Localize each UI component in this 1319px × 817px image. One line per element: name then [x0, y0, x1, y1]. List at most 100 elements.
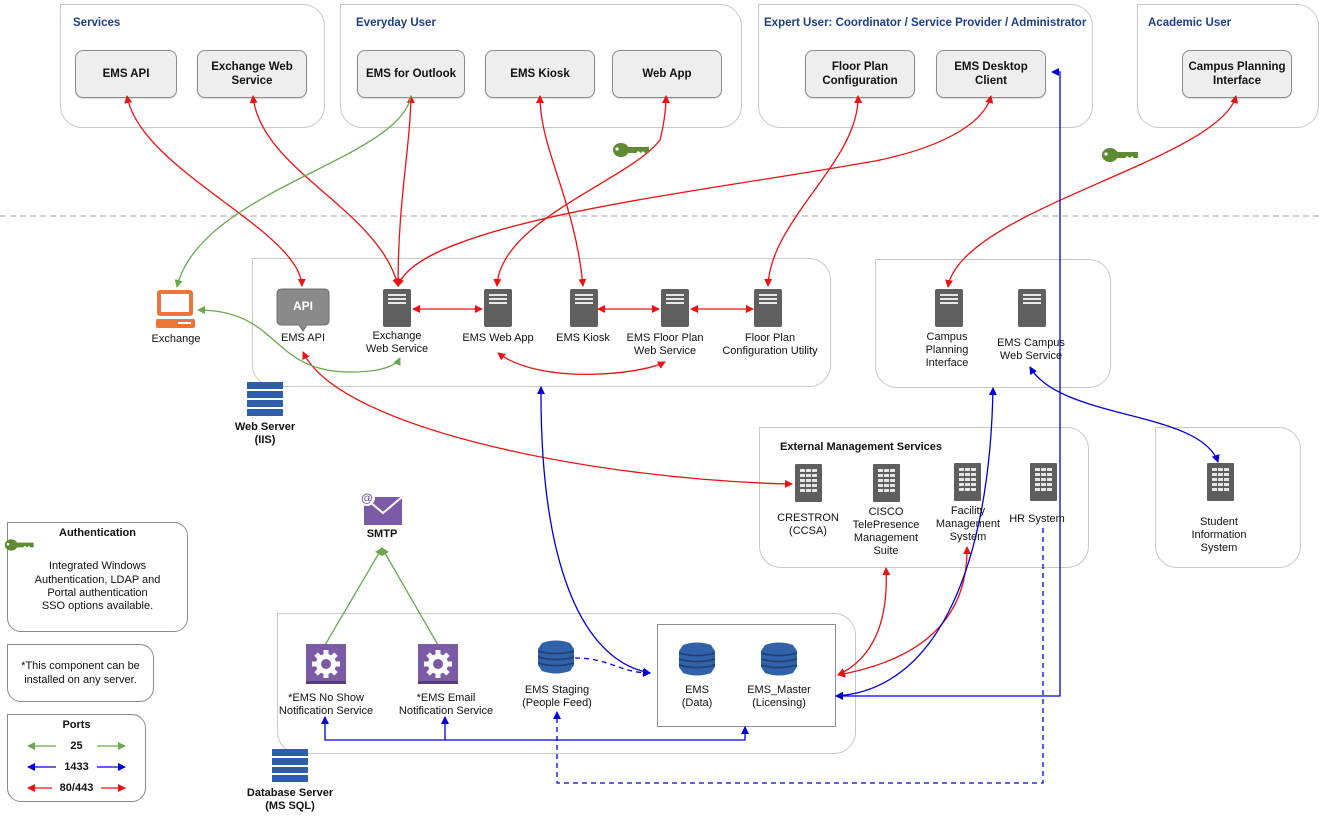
wire-webapp-db: [536, 386, 651, 676]
port-25-label: 25: [70, 740, 83, 752]
hr-label: HR System: [1009, 513, 1065, 525]
campus-planning-label-1: Campus: [926, 331, 968, 343]
crestron-label-2: (CCSA): [789, 525, 827, 537]
ems-data-database-icon[interactable]: [679, 641, 715, 677]
client-campus-planning-interface[interactable]: Campus Planning Interface: [1182, 50, 1292, 98]
database-group-box: [657, 624, 836, 727]
authentication-line-1: Integrated Windows: [48, 560, 147, 572]
smtp-label: SMTP: [366, 528, 398, 540]
database-server-label-2: (MS SQL): [265, 800, 315, 812]
everyday-user-group-title: Everyday User: [356, 17, 436, 29]
campus-planning-label-3: Interface: [925, 357, 969, 369]
floor-plan-ws-label-2: Web Service: [633, 345, 697, 357]
ems-master-label-2: (Licensing): [752, 697, 806, 709]
key-icon: [613, 143, 649, 157]
ems-master-label-1: EMS_Master: [747, 684, 811, 696]
facility-building-icon[interactable]: [954, 463, 981, 501]
wire-hr-staging: [553, 528, 1044, 784]
email-gear-icon[interactable]: [418, 644, 458, 684]
student-info-label-2: Information: [1191, 529, 1247, 541]
wire-noshow-smtp: [324, 547, 383, 646]
staging-label-1: EMS Staging: [524, 684, 590, 696]
no-show-label-2: Notification Service: [278, 705, 374, 717]
exchange-computer-icon[interactable]: [155, 288, 197, 330]
client-ems-kiosk[interactable]: EMS Kiosk: [485, 50, 595, 98]
campus-ws-label-1: EMS Campus: [997, 337, 1065, 349]
wire-services-db: [321, 716, 749, 741]
campus-planning-server-icon[interactable]: [935, 289, 963, 327]
ports-title: Ports: [62, 719, 91, 731]
ems-web-app-server-icon[interactable]: [484, 289, 512, 327]
academic-user-group-title: Academic User: [1148, 17, 1232, 29]
exchange-label: Exchange: [151, 333, 201, 345]
port-1433-label: 1433: [64, 761, 89, 773]
wire-db-facility: [837, 546, 972, 678]
wire-email-smtp: [381, 547, 439, 646]
floor-plan-util-label-2: Configuration Utility: [722, 345, 818, 357]
ems-master-database-icon[interactable]: [761, 641, 797, 677]
client-web-app[interactable]: Web App: [612, 50, 722, 98]
crestron-label-1: CRESTRON: [777, 512, 839, 524]
floor-plan-ws-label-1: EMS Floor Plan: [626, 332, 704, 344]
student-info-building-icon[interactable]: [1207, 463, 1234, 501]
wire-campus-client: [945, 95, 1239, 288]
wire-desktop-db: [835, 68, 1061, 700]
expert-user-group-title: Expert User: Coordinator / Service Provi…: [764, 17, 1087, 29]
services-group: Services EMS API Exchange Web Service: [60, 4, 325, 128]
ems-api-label: EMS API: [280, 332, 326, 344]
no-show-label-1: *EMS No Show: [288, 692, 364, 704]
database-server-icon: [272, 749, 308, 782]
ports-legend: Ports 25 1433 80/443: [7, 714, 146, 802]
campus-planning-label-2: Planning: [925, 344, 969, 356]
exchange-ws-label-2: Web Service: [365, 343, 429, 355]
facility-label-2: Management: [935, 518, 1001, 530]
wire-desktop-ews: [396, 95, 994, 287]
cisco-label-4: Suite: [873, 545, 899, 557]
email-label-2: Notification Service: [398, 705, 494, 717]
campus-ws-server-icon[interactable]: [1018, 289, 1046, 327]
authentication-line-2: Authentication, LDAP and: [34, 574, 161, 586]
web-server-label-1: Web Server: [234, 421, 296, 433]
wire-webapp-client: [493, 95, 670, 287]
note-line-2: installed on any server.: [24, 674, 137, 686]
hr-building-icon[interactable]: [1030, 463, 1057, 501]
wire-exchange-ews: [197, 306, 401, 373]
ports-legend-arrows: [27, 742, 126, 792]
staging-label-2: (People Feed): [522, 697, 592, 709]
cisco-building-icon[interactable]: [873, 464, 900, 502]
ems-kiosk-server-icon[interactable]: [570, 289, 598, 327]
authentication-line-4: SSO options available.: [41, 600, 154, 612]
floor-plan-util-server-icon[interactable]: [754, 289, 782, 327]
cisco-label-2: TelePresence: [852, 519, 920, 531]
wire-ews-client: [249, 95, 401, 287]
no-show-gear-icon[interactable]: [306, 644, 346, 684]
ems-data-label-2: (Data): [681, 697, 713, 709]
key-icon: [1102, 148, 1138, 162]
authentication-line-3: Portal authentication: [47, 587, 148, 599]
cisco-label-3: Management: [853, 532, 919, 544]
services-group-title: Services: [73, 17, 121, 29]
wire-outlook-ews: [394, 95, 415, 287]
exchange-ws-label-1: Exchange: [372, 330, 422, 342]
note-legend: *This component can be installed on any …: [7, 644, 154, 702]
note-line-1: *This component can be: [21, 660, 140, 672]
staging-database-icon[interactable]: [538, 639, 574, 675]
client-exchange-web-service[interactable]: Exchange Web Service: [197, 50, 307, 98]
student-info-label-1: Student: [1200, 516, 1238, 528]
client-ems-for-outlook[interactable]: EMS for Outlook: [357, 50, 465, 98]
campus-ws-label-2: Web Service: [999, 350, 1063, 362]
smtp-mail-icon[interactable]: @: [358, 489, 404, 527]
key-icon: [4, 539, 34, 551]
floor-plan-ws-server-icon[interactable]: [661, 289, 689, 327]
wire-staging-db: [574, 657, 651, 677]
ems-kiosk-label: EMS Kiosk: [556, 332, 610, 344]
crestron-building-icon[interactable]: [795, 464, 822, 502]
port-80-443-label: 80/443: [59, 782, 94, 794]
exchange-web-service-server-icon[interactable]: [383, 289, 411, 327]
database-server-label-1: Database Server: [246, 787, 334, 799]
api-icon[interactable]: [276, 288, 330, 332]
wire-outlook-exchange: [174, 95, 412, 288]
authentication-title: Authentication: [59, 527, 136, 539]
wire-campusws-student: [1029, 366, 1220, 463]
